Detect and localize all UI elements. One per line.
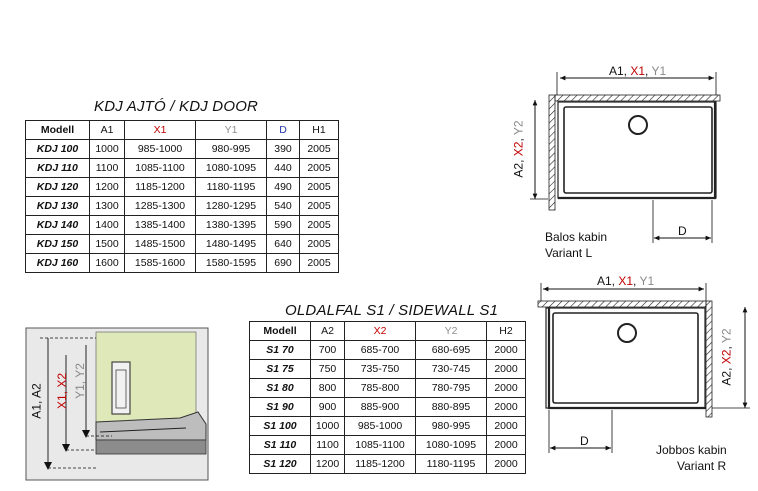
profile-channel bbox=[111, 361, 131, 415]
cell: 1185-1200 bbox=[124, 177, 196, 197]
cell-model: KDJ 120 bbox=[25, 177, 90, 197]
label-a-part: A1, bbox=[597, 274, 619, 288]
floor-section bbox=[95, 439, 207, 455]
wall-profile-shape bbox=[95, 331, 197, 425]
variant-l-side-label: A2, X2, Y2 bbox=[512, 120, 526, 177]
cell: 1485-1500 bbox=[124, 234, 196, 254]
door-table-title: KDJ AJTÓ / KDJ DOOR bbox=[94, 98, 259, 115]
tray-inner bbox=[563, 106, 713, 194]
cell: 440 bbox=[266, 158, 300, 178]
profile-detail-diagram bbox=[25, 327, 209, 481]
wall-hatch-left bbox=[548, 94, 556, 211]
variant-r-top-label: A1, X1, Y1 bbox=[597, 274, 654, 288]
cell: 1085-1100 bbox=[124, 158, 196, 178]
col-header-h2: H2 bbox=[486, 321, 526, 341]
variant-l-top-label: A1, X1, Y1 bbox=[609, 64, 666, 78]
wall-hatch-right bbox=[705, 300, 713, 418]
drain-circle bbox=[617, 323, 637, 343]
label-x-part: X2 bbox=[511, 141, 526, 157]
label-y-part: Y2 bbox=[511, 120, 526, 136]
label-a-part: A1, bbox=[609, 64, 631, 78]
tray-inner bbox=[552, 312, 699, 404]
variant-r-side-label: A2, X2, Y2 bbox=[720, 328, 734, 385]
cell: 800 bbox=[310, 378, 345, 398]
cell: 985-1000 bbox=[124, 139, 196, 159]
wall-hatch-top bbox=[537, 300, 707, 308]
sidewall-table-title: OLDALFAL S1 / SIDEWALL S1 bbox=[285, 302, 499, 319]
variant-r-caption-2: Variant R bbox=[677, 459, 727, 473]
cell: 490 bbox=[266, 177, 300, 197]
label-y-part: Y2 bbox=[719, 328, 734, 344]
variant-l-diagram bbox=[530, 72, 721, 243]
label-y-part: Y1 bbox=[651, 64, 667, 78]
profile-y-label: Y1, Y2 bbox=[72, 363, 87, 399]
drain-circle bbox=[628, 115, 648, 135]
cell-model: S1 120 bbox=[249, 454, 311, 474]
cell: 1100 bbox=[310, 435, 345, 455]
label-x-part: X1 bbox=[630, 64, 646, 78]
shower-tray bbox=[545, 307, 706, 409]
door-table-header-row: Modell A1 X1 Y1 D H1 bbox=[25, 120, 339, 140]
wall-hatch-top bbox=[554, 94, 721, 102]
cell-model: S1 90 bbox=[249, 397, 311, 417]
variant-l-d-label: D bbox=[678, 224, 687, 238]
cell: 1300 bbox=[89, 196, 125, 216]
cell: 2000 bbox=[486, 416, 526, 436]
cell: 1385-1400 bbox=[124, 215, 196, 235]
cell: 785-800 bbox=[344, 378, 416, 398]
label-y-part: Y1 bbox=[639, 274, 655, 288]
variant-l-caption-2: Variant L bbox=[545, 246, 593, 260]
cell: 2005 bbox=[299, 139, 339, 159]
cell: 685-700 bbox=[344, 340, 416, 360]
cell: 1585-1600 bbox=[124, 253, 196, 273]
cell: 2000 bbox=[486, 340, 526, 360]
sidewall-table-header-row: Modell A2 X2 Y2 H2 bbox=[249, 321, 526, 341]
cell: 2005 bbox=[299, 158, 339, 178]
variant-r-d-label: D bbox=[580, 434, 589, 448]
variant-r-diagram bbox=[537, 283, 750, 453]
label-x-part: X1 bbox=[618, 274, 634, 288]
cell: 2000 bbox=[486, 454, 526, 474]
profile-a-label: A1, A2 bbox=[29, 383, 44, 419]
label-sep: , bbox=[511, 135, 526, 142]
cell: 750 bbox=[310, 359, 345, 379]
cell: 1180-1195 bbox=[415, 454, 487, 474]
cell: 1185-1200 bbox=[344, 454, 416, 474]
col-header-modell: Modell bbox=[249, 321, 311, 341]
cell: 1280-1295 bbox=[195, 196, 267, 216]
cell: 2005 bbox=[299, 253, 339, 273]
profile-x-label: X1, X2 bbox=[55, 372, 70, 410]
label-sep: , bbox=[633, 274, 640, 288]
label-a-part: A2, bbox=[719, 364, 734, 386]
cell: 700 bbox=[310, 340, 345, 360]
cell-model: KDJ 110 bbox=[25, 158, 90, 178]
cell: 980-995 bbox=[415, 416, 487, 436]
col-header-a1: A1 bbox=[89, 120, 125, 140]
cell: 1380-1395 bbox=[195, 215, 267, 235]
cell: 680-695 bbox=[415, 340, 487, 360]
label-a-part: A2, bbox=[511, 156, 526, 178]
label-sep: , bbox=[719, 343, 734, 350]
cell: 1600 bbox=[89, 253, 125, 273]
cell-model: KDJ 130 bbox=[25, 196, 90, 216]
cell: 1580-1595 bbox=[195, 253, 267, 273]
label-x-part: X2 bbox=[719, 349, 734, 365]
variant-l-caption-1: Balos kabin bbox=[545, 230, 608, 244]
variant-r-caption-1: Jobbos kabin bbox=[656, 443, 727, 457]
label-sep: , bbox=[645, 64, 652, 78]
